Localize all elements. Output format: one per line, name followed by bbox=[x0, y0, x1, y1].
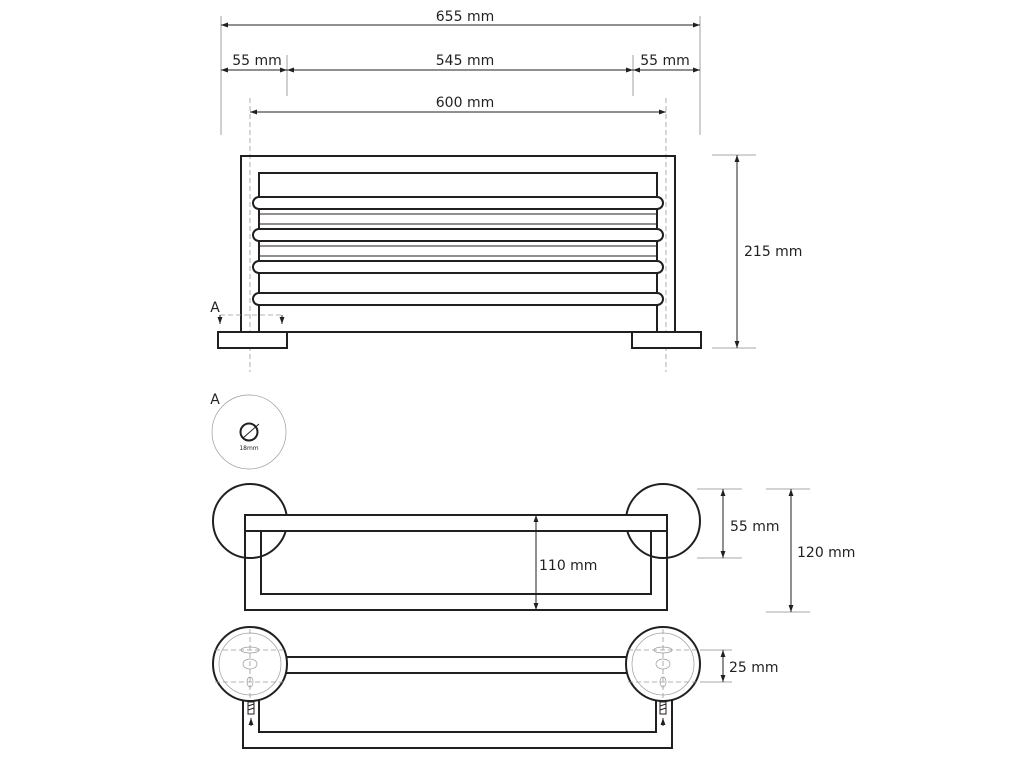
section-marker: A bbox=[210, 300, 285, 324]
dim-total-depth: 120 mm bbox=[797, 545, 855, 561]
dim-left-offset: 55 mm bbox=[232, 53, 282, 69]
section-title: A bbox=[210, 392, 220, 408]
front-view: A 655 mm 55 mm 545 mm 55 mm 600 mm 215 m… bbox=[210, 9, 802, 372]
dim-axis-distance: 600 mm bbox=[436, 95, 494, 111]
dim-top-view-depth: 25 mm bbox=[729, 660, 779, 676]
side-view: 110 mm 55 mm 120 mm bbox=[212, 483, 855, 613]
dim-lower-bar-depth: 110 mm bbox=[539, 558, 597, 574]
dim-right-offset: 55 mm bbox=[640, 53, 690, 69]
section-marker-label: A bbox=[210, 300, 220, 316]
dim-rail-span: 545 mm bbox=[436, 53, 494, 69]
dim-height: 215 mm bbox=[744, 244, 802, 260]
tube-diameter-label: 18mm bbox=[239, 445, 258, 452]
top-view: 25 mm bbox=[212, 626, 779, 749]
dim-overall-width: 655 mm bbox=[436, 9, 494, 25]
section-view: A 18mm bbox=[210, 392, 287, 470]
dim-shelf-depth: 55 mm bbox=[730, 519, 780, 535]
